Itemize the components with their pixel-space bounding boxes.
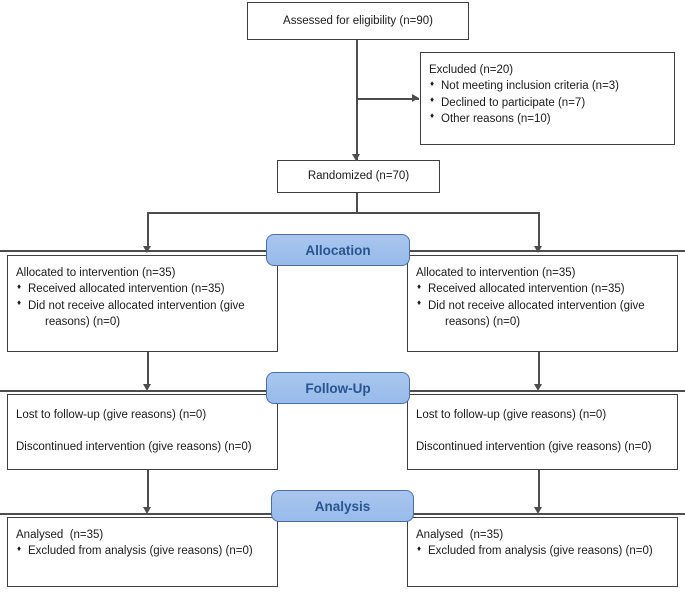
arrowhead-followup-to-analysis-left [143, 507, 151, 514]
analysis-box-left: Analysed (n=35) Excluded from analysis (… [7, 517, 278, 587]
connector-assessed-to-randomized [356, 40, 358, 161]
analysis-right-title: Analysed (n=35) [416, 529, 504, 541]
stage-label-analysis-text: Analysis [314, 498, 371, 514]
followup-box-left: Lost to follow-up (give reasons) (n=0) D… [7, 394, 278, 470]
connector-alloc-to-followup-left [147, 352, 149, 385]
list-item: Received allocated intervention (n=35) [16, 281, 268, 297]
list-item: Excluded from analysis (give reasons) (n… [416, 543, 668, 559]
allocation-right-item-2: Did not receive allocated intervention (… [428, 299, 645, 312]
stage-label-follow-up-text: Follow-Up [305, 380, 371, 396]
stage-rule-analysis-right [413, 513, 685, 515]
arrowhead-alloc-to-followup-left [143, 384, 151, 391]
randomized-text: Randomized (n=70) [307, 170, 410, 183]
arrowhead-followup-to-analysis-right [534, 507, 542, 514]
connector-split-left [147, 212, 149, 247]
randomized-box: Randomized (n=70) [277, 160, 440, 193]
followup-right-line-2: Discontinued intervention (give reasons)… [416, 441, 652, 454]
analysis-right-list: Excluded from analysis (give reasons) (n… [416, 543, 668, 559]
stage-label-analysis: Analysis [271, 490, 414, 522]
excluded-title: Excluded (n=20) [429, 64, 514, 76]
allocation-box-right: Allocated to intervention (n=35) Receive… [407, 255, 678, 352]
analysis-box-right: Analysed (n=35) Excluded from analysis (… [407, 517, 678, 587]
analysis-left-list: Excluded from analysis (give reasons) (n… [16, 543, 268, 559]
list-item: Did not receive allocated intervention (… [416, 297, 668, 331]
assessed-for-eligibility-text: Assessed for eligibility (n=90) [283, 14, 433, 27]
arrowhead-assessed-to-randomized [352, 154, 360, 161]
allocation-left-item-2-cont: reasons) (n=0) [45, 315, 121, 328]
stage-rule-allocation-right [409, 250, 685, 252]
connector-followup-to-analysis-left [147, 470, 149, 508]
stage-label-allocation-text: Allocation [305, 242, 371, 258]
stage-rule-analysis-left [0, 513, 272, 515]
assessed-for-eligibility-box: Assessed for eligibility (n=90) [247, 2, 469, 40]
followup-box-right: Lost to follow-up (give reasons) (n=0) D… [407, 394, 678, 470]
list-item: Declined to participate (n=7) [429, 94, 665, 111]
allocation-right-list: Received allocated intervention (n=35) D… [416, 281, 668, 330]
stage-rule-allocation-left [0, 250, 267, 252]
connector-split-horizontal [147, 212, 539, 214]
excluded-box: Excluded (n=20) Not meeting inclusion cr… [420, 52, 675, 145]
list-item: Excluded from analysis (give reasons) (n… [16, 543, 268, 559]
allocation-box-left: Allocated to intervention (n=35) Receive… [7, 255, 278, 352]
followup-left-line-1: Lost to follow-up (give reasons) (n=0) [16, 409, 207, 421]
connector-split-right [538, 212, 540, 247]
list-item: Did not receive allocated intervention (… [16, 297, 268, 331]
stage-label-allocation: Allocation [266, 234, 410, 266]
followup-right-line-1: Lost to follow-up (give reasons) (n=0) [416, 409, 607, 421]
connector-randomized-stem [356, 193, 358, 213]
arrowhead-to-excluded [412, 94, 419, 102]
allocation-left-item-2: Did not receive allocated intervention (… [28, 299, 245, 312]
stage-rule-followup-right [409, 390, 685, 392]
allocation-left-list: Received allocated intervention (n=35) D… [16, 281, 268, 330]
followup-left-line-2: Discontinued intervention (give reasons)… [16, 441, 252, 454]
allocation-right-title: Allocated to intervention (n=35) [416, 267, 576, 279]
list-item: Other reasons (n=10) [429, 110, 665, 127]
analysis-left-title: Analysed (n=35) [16, 529, 104, 541]
allocation-right-item-2-cont: reasons) (n=0) [445, 315, 521, 328]
stage-rule-followup-left [0, 390, 267, 392]
arrowhead-split-left [143, 246, 151, 253]
allocation-left-title: Allocated to intervention (n=35) [16, 267, 176, 279]
list-item: Received allocated intervention (n=35) [416, 281, 668, 297]
stage-label-follow-up: Follow-Up [266, 372, 410, 404]
connector-followup-to-analysis-right [538, 470, 540, 508]
arrowhead-alloc-to-followup-right [534, 384, 542, 391]
connector-alloc-to-followup-right [538, 352, 540, 385]
arrowhead-split-right [534, 246, 542, 253]
list-item: Not meeting inclusion criteria (n=3) [429, 78, 665, 94]
excluded-reasons-list: Not meeting inclusion criteria (n=3) Dec… [429, 78, 665, 127]
connector-to-excluded [356, 98, 419, 100]
